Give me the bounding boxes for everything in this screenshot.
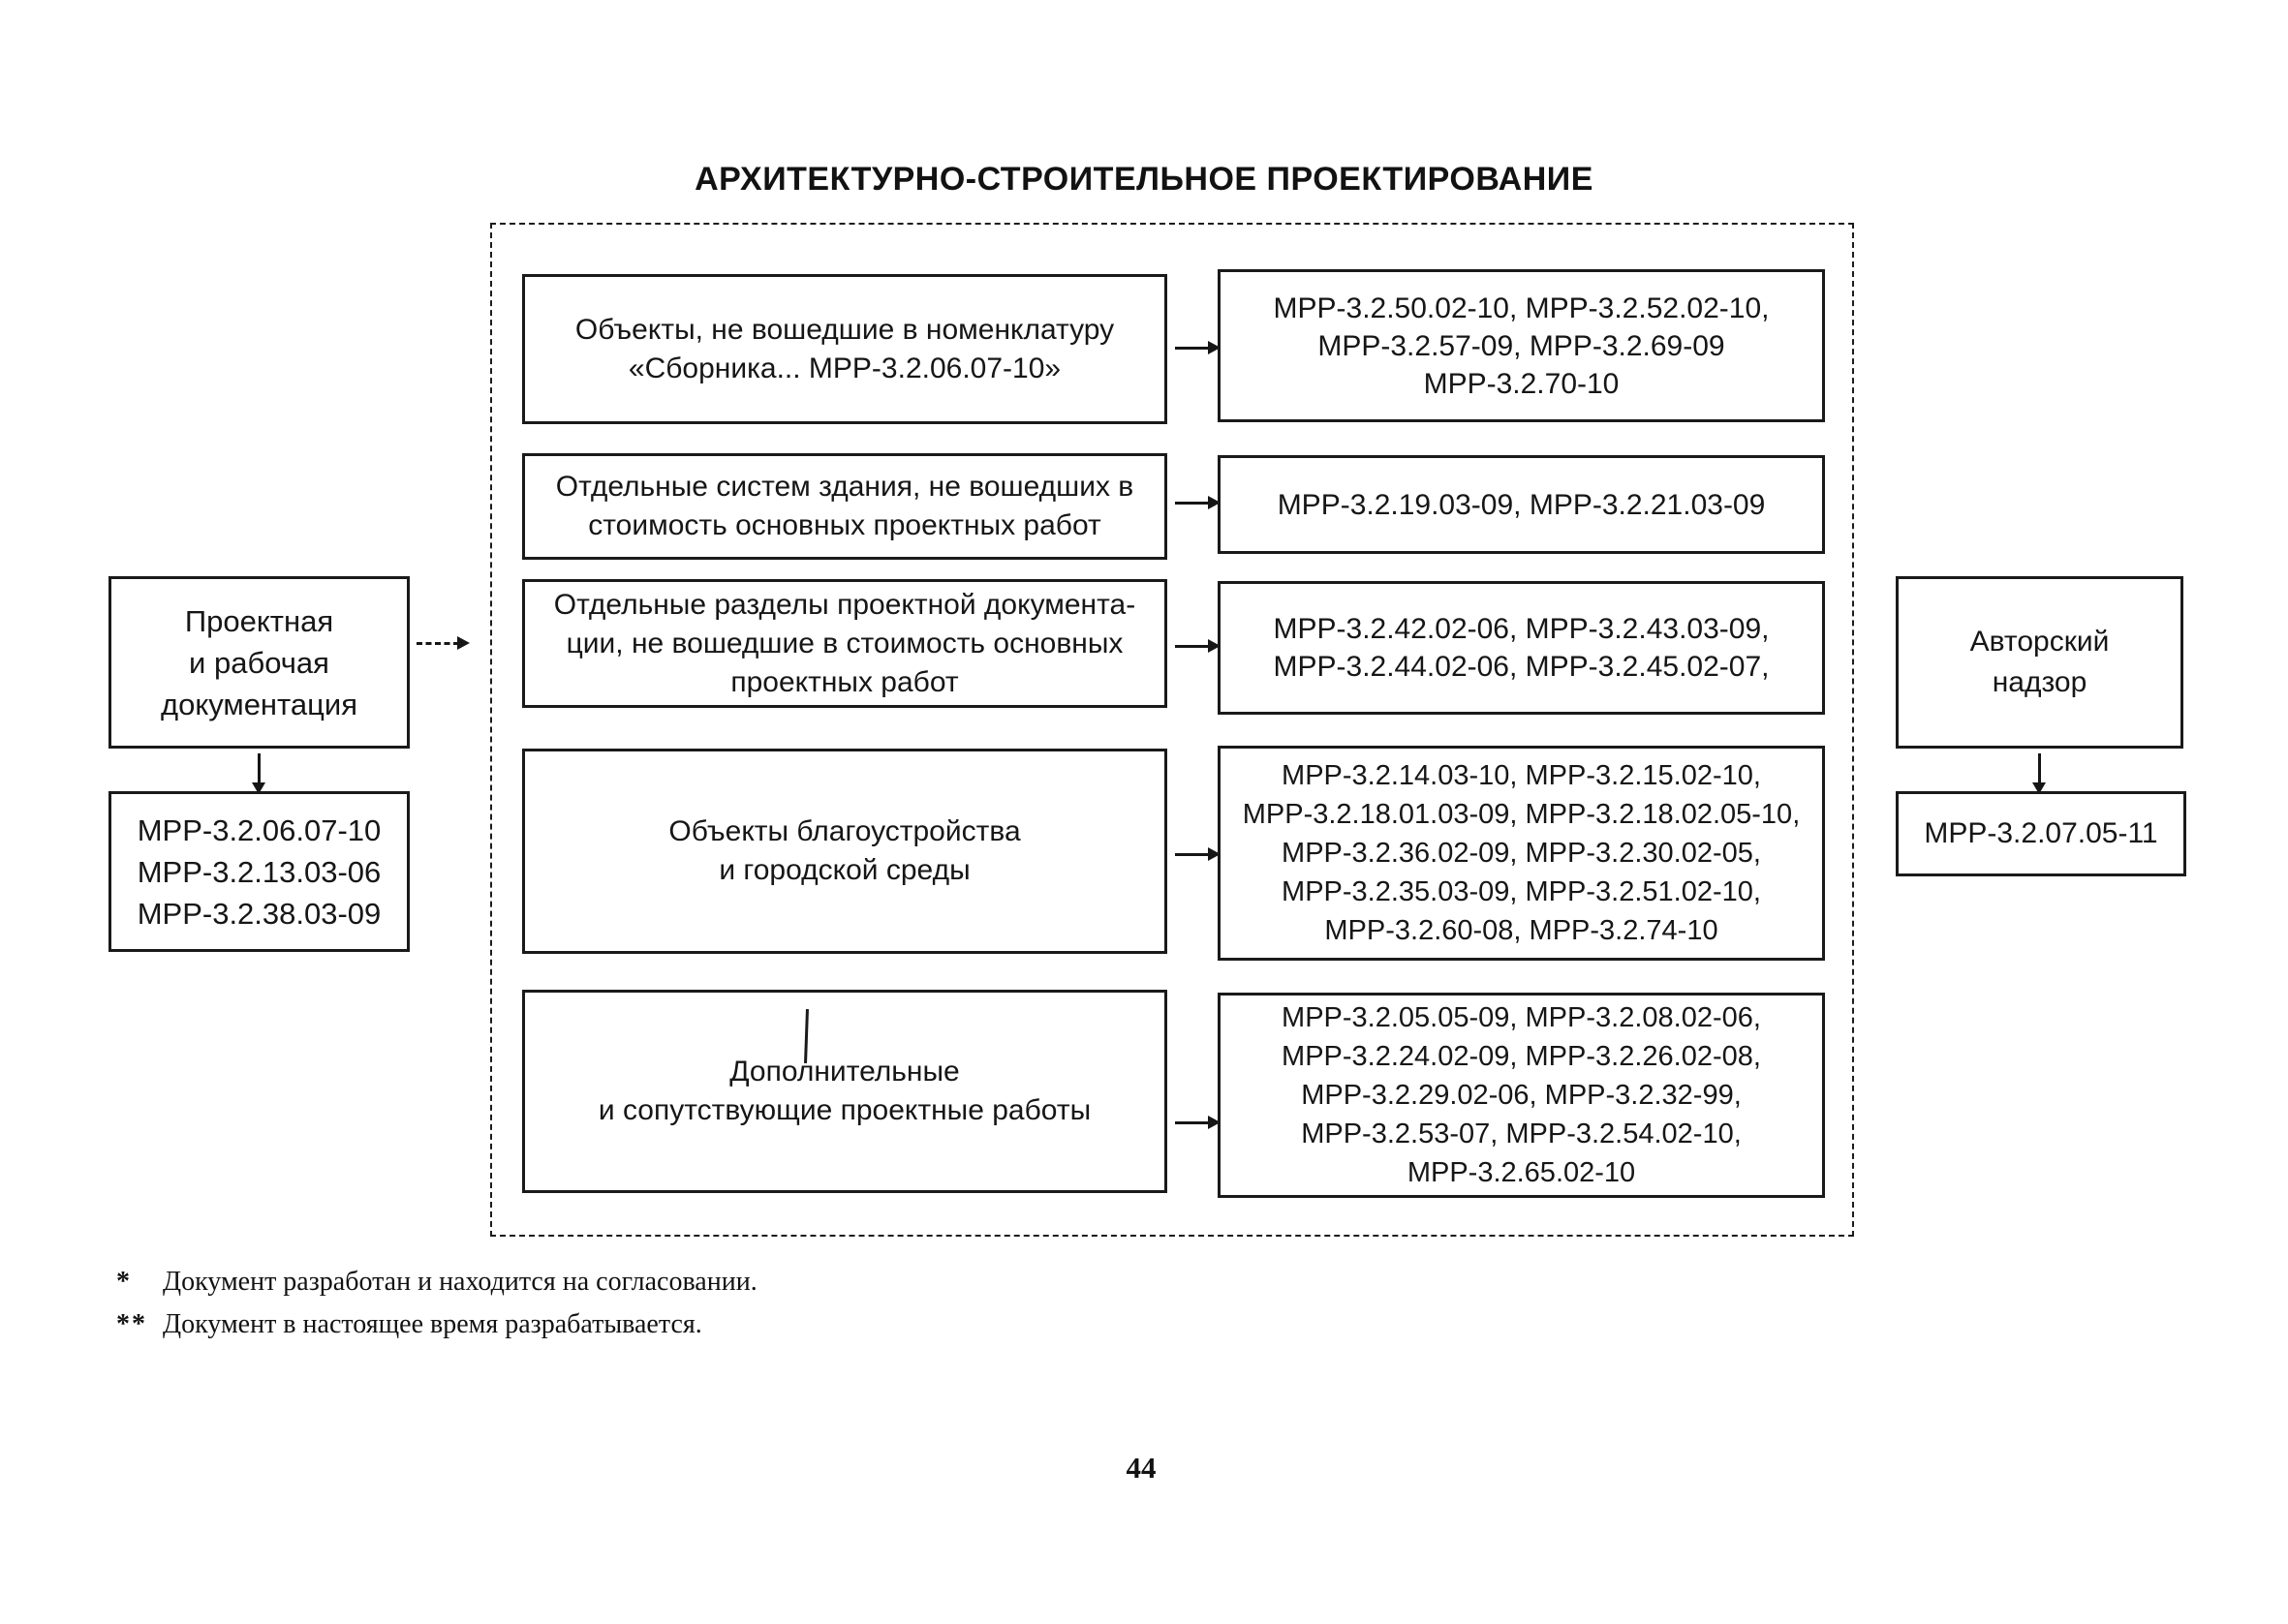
diagram-title: АРХИТЕКТУРНО-СТРОИТЕЛЬНОЕ ПРОЕКТИРОВАНИЕ — [695, 161, 1593, 198]
codes-box: МРР-3.2.19.03-09, МРР-3.2.21.03-09 — [1218, 455, 1825, 554]
footnote: ** Документ в настоящее время разрабатыв… — [116, 1309, 1472, 1340]
footnote: * Документ разработан и находится на сог… — [116, 1267, 1472, 1298]
footnote-marker: * — [116, 1267, 132, 1297]
author-supervision-box: Авторский надзор — [1896, 576, 2183, 749]
project-docs-box: Проектная и рабочая документация — [108, 576, 410, 749]
flow-container-frame — [490, 223, 1854, 1237]
page-number: 44 — [1126, 1451, 1157, 1485]
footnote-text: Документ в настоящее время разрабатывает… — [163, 1309, 702, 1339]
right-arrow-icon — [1175, 341, 1221, 354]
down-arrow-icon — [2032, 753, 2046, 794]
codes-box: МРР-3.2.14.03-10, МРР-3.2.15.02-10, МРР-… — [1218, 746, 1825, 961]
category-box: Дополнительные и сопутствующие проектные… — [522, 990, 1167, 1193]
right-arrow-icon — [1175, 639, 1221, 653]
project-docs-codes-box: МРР-3.2.06.07-10 МРР-3.2.13.03-06 МРР-3.… — [108, 791, 410, 952]
footnote-text: Документ разработан и находится на согла… — [163, 1267, 758, 1297]
category-box: Объекты, не вошедшие в номенклатуру «Сбо… — [522, 274, 1167, 424]
codes-box: МРР-3.2.42.02-06, МРР-3.2.43.03-09, МРР-… — [1218, 581, 1825, 715]
right-arrow-icon — [1175, 1116, 1221, 1129]
dashed-right-arrow-icon — [417, 636, 470, 650]
category-box: Отдельные систем здания, не вошедших в с… — [522, 453, 1167, 560]
category-box: Отдельные разделы проектной документа- ц… — [522, 579, 1167, 708]
footnote-marker: ** — [116, 1309, 147, 1339]
right-arrow-icon — [1175, 496, 1221, 509]
right-arrow-icon — [1175, 847, 1221, 861]
codes-box: МРР-3.2.50.02-10, МРР-3.2.52.02-10, МРР-… — [1218, 269, 1825, 422]
codes-box: МРР-3.2.05.05-09, МРР-3.2.08.02-06, МРР-… — [1218, 993, 1825, 1198]
down-arrow-icon — [252, 753, 265, 794]
author-supervision-codes-box: МРР-3.2.07.05-11 — [1896, 791, 2186, 876]
category-box: Объекты благоустройства и городской сред… — [522, 749, 1167, 954]
